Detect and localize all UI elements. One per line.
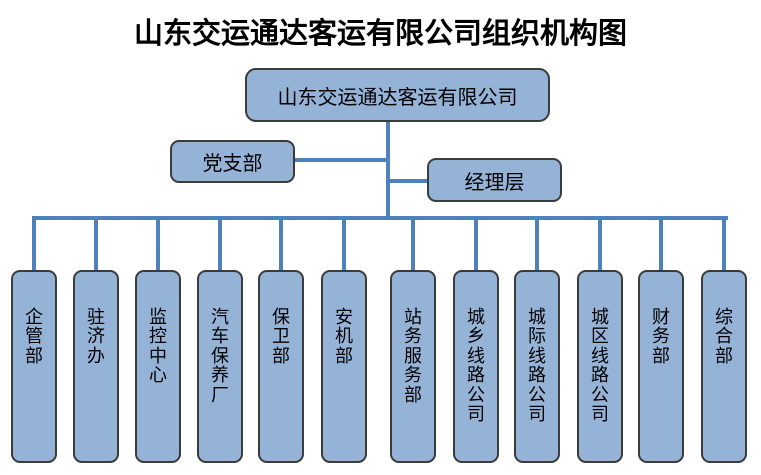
connector-drop [279,219,283,271]
org-node-party-branch-label: 党支部 [202,153,263,175]
org-chart-title: 山东交运通达客运有限公司组织机构图 [133,18,627,50]
org-node-dept[interactable]: 城际线路公司 [514,270,560,463]
org-node-dept-label: 保卫部 [271,307,290,366]
connector-drop [94,219,98,271]
connector-bus [32,216,728,220]
connector-drop [474,219,478,271]
connector-drop [598,219,602,271]
connector-drop [156,219,160,271]
connector-management [388,179,427,183]
org-node-dept-label: 城际线路公司 [527,307,546,425]
org-node-dept-label: 企管部 [24,307,43,366]
connector-party-branch [295,158,390,162]
org-node-dept-label: 监控中心 [148,307,167,386]
connector-drop [659,219,663,271]
org-node-root-label: 山东交运通达客运有限公司 [277,86,518,109]
org-node-dept[interactable]: 企管部 [11,270,57,463]
connector-drop [218,219,222,271]
org-node-dept-label: 汽车保养厂 [210,307,229,405]
org-node-party-branch[interactable]: 党支部 [170,140,295,183]
org-node-dept[interactable]: 站务服务部 [390,270,436,463]
org-node-dept-label: 安机部 [334,307,353,366]
org-node-dept[interactable]: 监控中心 [135,270,181,463]
org-node-root[interactable]: 山东交运通达客运有限公司 [245,68,550,122]
org-node-management-label: 经理层 [464,171,525,194]
connector-drop [722,219,726,271]
connector-root-vertical [386,121,390,218]
org-node-dept[interactable]: 城区线路公司 [577,270,623,463]
org-node-dept-label: 驻济办 [86,307,105,366]
org-node-dept[interactable]: 安机部 [321,270,367,463]
org-node-dept[interactable]: 城乡线路公司 [453,270,499,463]
org-node-dept[interactable]: 保卫部 [258,270,304,463]
connector-drop [411,219,415,271]
org-node-dept-label: 财务部 [651,307,670,366]
org-node-dept[interactable]: 汽车保养厂 [197,270,243,463]
connector-drop [32,219,36,271]
org-node-dept-label: 综合部 [714,307,733,366]
connector-drop [342,219,346,271]
org-node-management[interactable]: 经理层 [427,158,562,202]
org-node-dept-label: 城区线路公司 [590,307,609,425]
org-node-dept-label: 站务服务部 [403,307,422,405]
connector-drop [535,219,539,271]
org-node-dept[interactable]: 驻济办 [73,270,119,463]
org-node-dept[interactable]: 综合部 [701,270,747,463]
org-node-dept[interactable]: 财务部 [638,270,684,463]
org-node-dept-label: 城乡线路公司 [466,307,485,425]
